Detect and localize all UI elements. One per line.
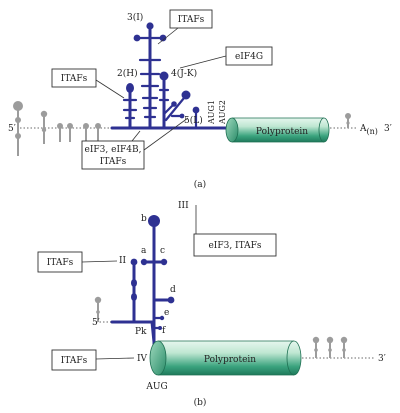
panel-b: 5′ a b c d e f Pk bbox=[37, 201, 386, 408]
callout-factors-line2: ITAFs bbox=[100, 157, 127, 167]
domain-label-5L: 5(L) bbox=[184, 115, 203, 126]
callout-itafs-bottom-text: ITAFs bbox=[61, 356, 88, 366]
callout-eif3-eif4b-itafs: eIF3, eIF4B, ITAFs bbox=[81, 117, 189, 170]
callout-itafs-top-text: ITAFs bbox=[178, 15, 205, 25]
callout-eif3-itafs-text: eIF3, ITAFs bbox=[208, 241, 261, 251]
stem-label-e: e bbox=[164, 308, 169, 318]
polyprotein-label-b: Polyprotein bbox=[204, 355, 256, 365]
domain-2H bbox=[122, 83, 138, 130]
five-prime-label-a: 5′ bbox=[8, 124, 16, 134]
callout-eif4g-text: eIF4G bbox=[235, 52, 263, 62]
callout-itafs-left: ITAFs bbox=[51, 68, 125, 99]
caption-b: (b) bbox=[194, 397, 207, 408]
aug-label-b: AUG bbox=[145, 382, 167, 392]
aug1-label: AUG1 bbox=[207, 100, 216, 125]
grey-hairpin-5prime-b bbox=[94, 296, 102, 322]
domain-3I bbox=[133, 22, 167, 130]
domain-label-3I: 3(I) bbox=[127, 12, 143, 23]
three-prime-label-b: 3′ bbox=[378, 354, 386, 364]
stem-label-b: b bbox=[141, 214, 147, 224]
stem-label-a: a bbox=[141, 246, 147, 256]
domain-4JK bbox=[158, 71, 191, 130]
domain-label-II: II bbox=[119, 256, 127, 266]
domain-III bbox=[140, 215, 175, 344]
domain-label-IV: IV bbox=[137, 354, 148, 364]
polyprotein-label-a: Polyprotein bbox=[256, 127, 308, 137]
callout-itafs-left-text: ITAFs bbox=[61, 74, 88, 84]
callout-itafs-bottom: ITAFs bbox=[51, 349, 135, 371]
grey-hairpins-5prime-a bbox=[13, 101, 101, 156]
polya-label: A(n) bbox=[359, 124, 378, 136]
domain-label-III: III bbox=[178, 201, 189, 211]
domain-label-4JK: 4(J-K) bbox=[171, 68, 197, 79]
five-prime-label-b: 5′ bbox=[92, 318, 100, 328]
domain-label-2H: 2(H) bbox=[117, 68, 138, 79]
polyprotein-cylinder-a: Polyprotein bbox=[225, 117, 330, 143]
callout-eif3-itafs: eIF3, ITAFs bbox=[193, 205, 277, 257]
domain-II bbox=[130, 258, 138, 324]
callout-itafs-left-b-text: ITAFs bbox=[47, 258, 74, 268]
aug2-label: AUG2 bbox=[218, 100, 227, 125]
stem-label-f: f bbox=[162, 326, 166, 336]
callout-itafs-top: ITAFs bbox=[157, 9, 213, 45]
callout-factors-line1: eIF3, eIF4B, bbox=[85, 145, 142, 155]
grey-hairpin-3prime-a bbox=[345, 113, 351, 128]
polyprotein-cylinder-b: Polyprotein bbox=[149, 340, 302, 376]
stem-label-d: d bbox=[170, 285, 176, 295]
grey-hairpins-3prime-b bbox=[312, 336, 348, 358]
caption-a: (a) bbox=[194, 179, 206, 190]
domain-5L bbox=[192, 106, 200, 130]
panel-a: 5′ bbox=[8, 9, 392, 190]
pk-label: Pk bbox=[135, 327, 147, 337]
three-prime-label-a: 3′ bbox=[384, 124, 392, 134]
callout-itafs-left-b: ITAFs bbox=[37, 251, 118, 273]
stem-label-c: c bbox=[160, 246, 165, 256]
callout-eif4g: eIF4G bbox=[179, 46, 273, 69]
